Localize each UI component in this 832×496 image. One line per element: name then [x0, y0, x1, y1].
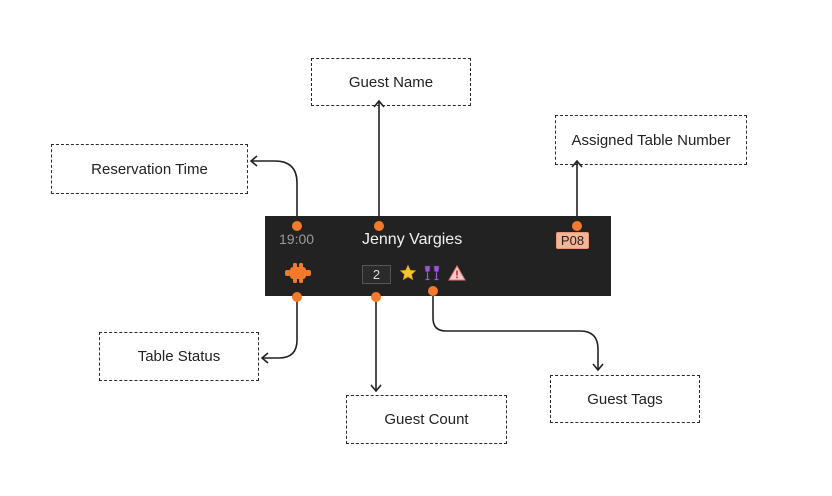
- reservation-time-callout-label: Reservation Time: [91, 160, 208, 178]
- guest-tags-connector: [432, 291, 604, 372]
- table-status-callout-label: Table Status: [137, 348, 221, 365]
- guest-count-callout: Guest Count: [346, 395, 507, 444]
- assigned-table-number-callout-label: Assigned Table Number: [571, 131, 731, 149]
- guest-tags-callout: Guest Tags: [550, 375, 700, 423]
- star-icon: [399, 264, 417, 281]
- table-number: P08: [560, 233, 585, 248]
- guest-count: 2: [372, 267, 381, 282]
- guest-count-box: 2: [362, 265, 391, 284]
- assigned-table-number-callout: Assigned Table Number: [555, 115, 747, 165]
- guest-name: Jenny Vargies: [362, 231, 463, 248]
- table-number-badge: P08: [556, 232, 589, 249]
- reservation-time: 19:00: [279, 231, 315, 247]
- guest-name-callout: Guest Name: [311, 58, 471, 106]
- guest-count-callout-label: Guest Count: [384, 411, 469, 428]
- table-status-connector: [260, 297, 298, 364]
- warning-icon: [448, 264, 466, 281]
- wine-glasses-icon: [424, 265, 440, 281]
- table-status-icon: [285, 263, 311, 283]
- guest-tags-callout-label: Guest Tags: [587, 390, 663, 408]
- table-status-callout: Table Status: [99, 332, 259, 381]
- guest-name-callout-label: Guest Name: [348, 73, 434, 91]
- reservation-time-callout: Reservation Time: [51, 144, 248, 194]
- reservation-card[interactable]: [265, 216, 611, 296]
